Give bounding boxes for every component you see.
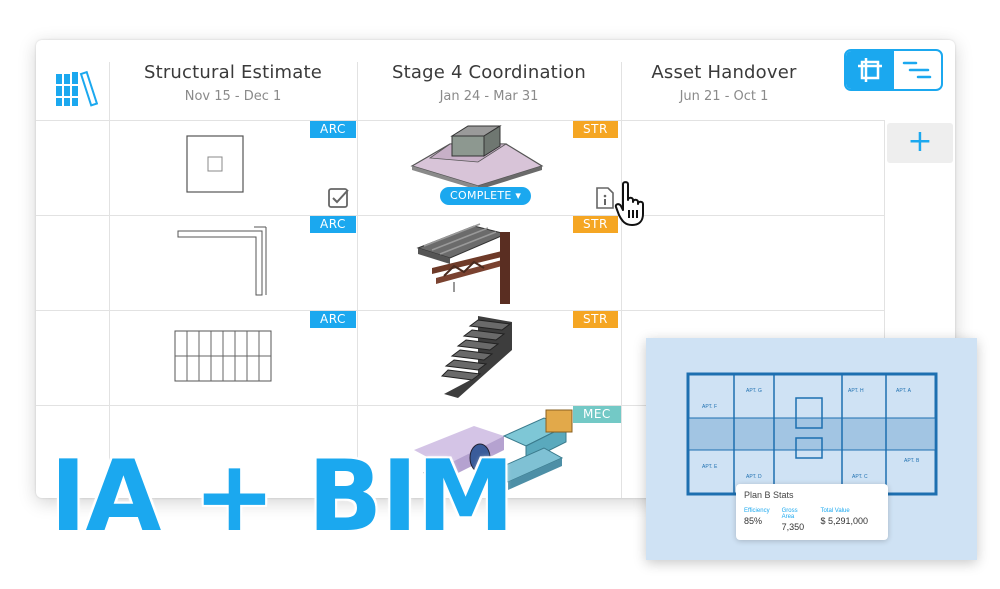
grid-line <box>36 405 884 406</box>
headline: IA + BIM <box>50 440 514 554</box>
column-header-stage-4-coordination[interactable]: Stage 4 Coordination Jan 24 - Mar 31 <box>357 62 621 104</box>
steel-frame-model-3d[interactable] <box>414 220 522 306</box>
grid-line <box>36 215 884 216</box>
plan-stats-card: Plan B Stats Efficiency 85% Gross Area 7… <box>736 484 888 540</box>
stat-value: 85% <box>744 516 763 526</box>
wall-plan-drawing[interactable] <box>176 225 270 299</box>
svg-text:APT. H: APT. H <box>848 388 864 394</box>
grid-line <box>36 120 884 121</box>
tag-str: STR <box>573 216 618 233</box>
stat-gross-area: Gross Area 7,350 <box>782 508 809 532</box>
checkbox-icon[interactable] <box>327 186 351 210</box>
column-dates: Jun 21 - Oct 1 <box>679 89 769 104</box>
status-dropdown[interactable]: COMPLETE ▾ <box>440 187 532 205</box>
timeline-view-icon[interactable] <box>894 51 941 89</box>
grid-line <box>109 62 110 498</box>
panel-grid-drawing[interactable] <box>174 330 272 382</box>
view-toggle[interactable] <box>844 49 943 91</box>
tag-mec: MEC <box>573 406 621 423</box>
floor-plan-preview-card[interactable]: APT. F APT. G APT. H APT. A APT. E APT. … <box>646 338 977 560</box>
svg-text:APT. B: APT. B <box>904 458 920 464</box>
svg-text:APT. G: APT. G <box>746 388 762 394</box>
stat-total-value: Total Value $ 5,291,000 <box>820 508 868 532</box>
svg-text:APT. D: APT. D <box>746 474 762 480</box>
column-dates: Nov 15 - Dec 1 <box>184 89 282 104</box>
tag-arc: ARC <box>310 311 356 328</box>
stat-label: Efficiency <box>744 508 770 514</box>
add-column-button[interactable]: + <box>887 123 953 163</box>
board: Structural Estimate Nov 15 - Dec 1 Stage… <box>36 40 955 498</box>
tag-arc: ARC <box>310 216 356 233</box>
document-info-icon[interactable] <box>594 186 616 210</box>
grid-line <box>884 120 885 498</box>
column-title: Structural Estimate <box>143 62 323 83</box>
duct-model-3d[interactable] <box>394 406 574 496</box>
apartment-labels: APT. F APT. G APT. H APT. A APT. E APT. … <box>702 388 920 480</box>
stat-efficiency: Efficiency 85% <box>744 508 770 532</box>
grid-view-icon[interactable] <box>846 51 894 89</box>
tag-str: STR <box>573 311 618 328</box>
svg-text:APT. C: APT. C <box>852 474 868 480</box>
stat-value: $ 5,291,000 <box>820 516 868 526</box>
floor-plan-drawing[interactable] <box>186 135 246 195</box>
stat-label: Total Value <box>820 508 850 514</box>
grid-line <box>357 62 358 498</box>
svg-text:APT. F: APT. F <box>702 404 717 410</box>
svg-text:APT. E: APT. E <box>702 464 718 470</box>
tag-str: STR <box>573 121 618 138</box>
svg-text:APT. A: APT. A <box>896 388 912 394</box>
tag-arc: ARC <box>310 121 356 138</box>
plan-stats-title: Plan B Stats <box>744 490 794 500</box>
column-title: Asset Handover <box>651 62 797 83</box>
floor-plan-image: APT. F APT. G APT. H APT. A APT. E APT. … <box>686 372 938 496</box>
column-title: Stage 4 Coordination <box>392 62 586 83</box>
column-header-asset-handover[interactable]: Asset Handover Jun 21 - Oct 1 <box>621 62 827 104</box>
hand-cursor-icon <box>614 181 644 226</box>
roof-model-3d[interactable] <box>408 122 548 194</box>
stat-label: Gross Area <box>781 508 798 520</box>
paperclip-icon[interactable] <box>392 476 414 498</box>
grid-line <box>36 310 884 311</box>
stair-model-3d[interactable] <box>438 316 518 400</box>
column-header-structural-estimate[interactable]: Structural Estimate Nov 15 - Dec 1 <box>109 62 357 104</box>
column-dates: Jan 24 - Mar 31 <box>439 89 539 104</box>
grid-line <box>621 62 622 498</box>
library-icon[interactable] <box>54 70 99 110</box>
stat-value: 7,350 <box>781 522 805 532</box>
